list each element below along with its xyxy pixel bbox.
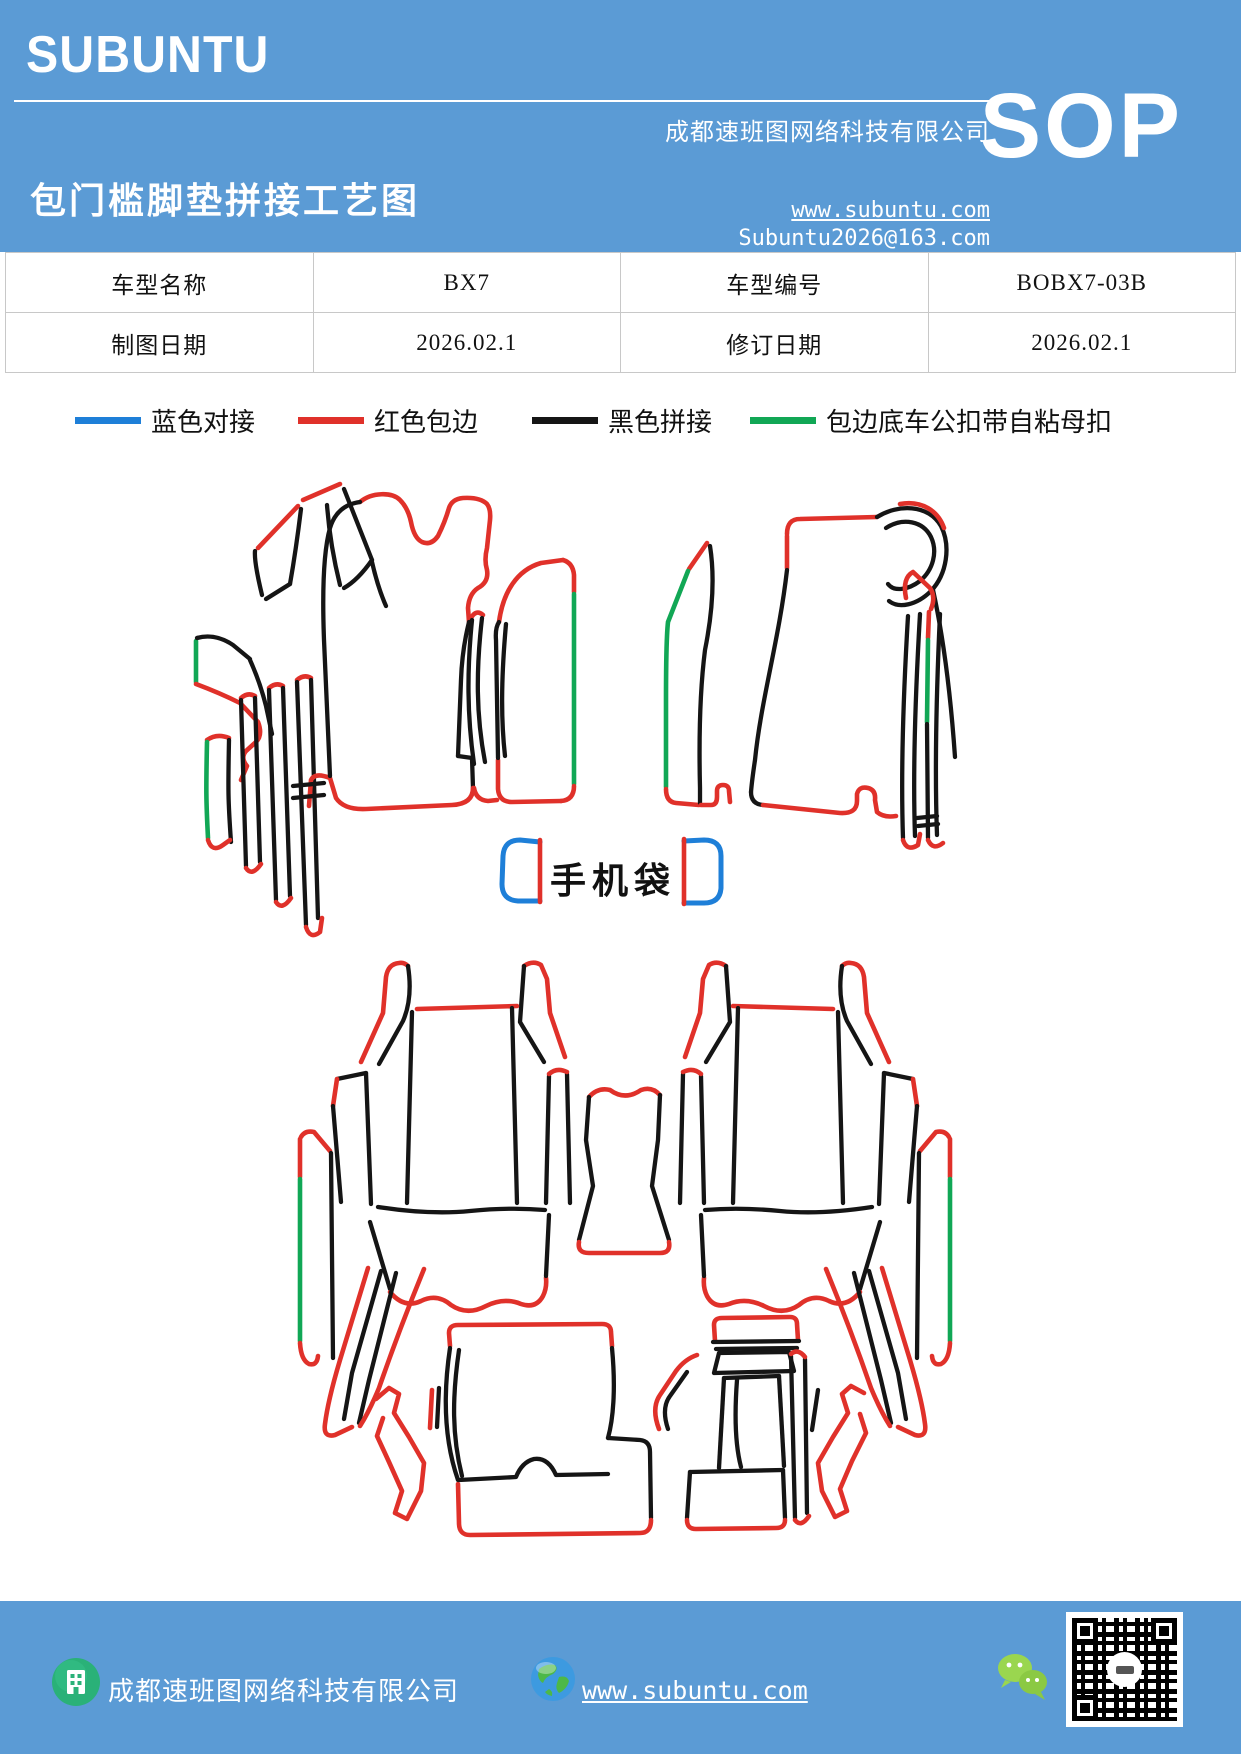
footer-website-link[interactable]: www.subuntu.com bbox=[582, 1676, 808, 1705]
black-line-swatch bbox=[532, 416, 598, 424]
qr-code bbox=[1066, 1612, 1183, 1727]
header-divider bbox=[14, 100, 990, 102]
model-name-label: 车型名称 bbox=[5, 252, 314, 313]
globe-icon bbox=[531, 1657, 575, 1701]
legend-item-green: 包边底车公扣带自粘母扣 bbox=[750, 404, 1113, 437]
green-line-swatch bbox=[750, 416, 816, 424]
center-tunnel-piece bbox=[576, 1086, 672, 1256]
red-line-swatch bbox=[298, 416, 364, 424]
phone-bag-group: 手机袋 bbox=[499, 836, 724, 907]
trunk-left-mat bbox=[373, 1321, 654, 1538]
legend-label: 包边底车公扣带自粘母扣 bbox=[826, 407, 1113, 437]
revise-date-label: 修订日期 bbox=[620, 312, 929, 373]
draw-date-label: 制图日期 bbox=[5, 312, 314, 373]
draw-date-value: 2026.02.1 bbox=[312, 312, 621, 373]
legend-item-blue: 蓝色对接 bbox=[75, 404, 256, 437]
front-right-mat-assembly bbox=[663, 500, 958, 850]
footer-company-name: 成都速班图网络科技有限公司 bbox=[108, 1677, 460, 1706]
legend-label: 红色包边 bbox=[374, 407, 479, 437]
table-row: 车型名称 BX7 车型编号 BOBX7-03B bbox=[5, 252, 1236, 313]
model-code-label: 车型编号 bbox=[620, 252, 929, 313]
qr-finder-top-right bbox=[1151, 1618, 1177, 1644]
model-code-value: BOBX7-03B bbox=[927, 252, 1236, 313]
rear-right-mat-assembly bbox=[680, 963, 950, 1436]
rear-left-mat-assembly bbox=[297, 960, 573, 1438]
header-email: Subuntu2026@163.com bbox=[738, 226, 990, 251]
building-icon bbox=[52, 1658, 100, 1706]
header-company-name: 成都速班图网络科技有限公司 bbox=[665, 120, 990, 146]
legend-item-red: 红色包边 bbox=[298, 404, 479, 437]
vehicle-info-table: 车型名称 BX7 车型编号 BOBX7-03B 制图日期 2026.02.1 修… bbox=[5, 252, 1236, 373]
legend-label: 黑色拼接 bbox=[608, 407, 713, 437]
qr-finder-top-left bbox=[1072, 1618, 1098, 1644]
legend-item-black: 黑色拼接 bbox=[532, 404, 713, 437]
header-band: SUBUNTU 包门槛脚垫拼接工艺图 成都速班图网络科技有限公司 SOP www… bbox=[0, 0, 1241, 252]
legend-label: 蓝色对接 bbox=[151, 407, 256, 437]
page-title: 包门槛脚垫拼接工艺图 bbox=[30, 181, 421, 221]
header-website-link[interactable]: www.subuntu.com bbox=[791, 198, 990, 223]
model-name-value: BX7 bbox=[312, 252, 621, 313]
sop-badge: SOP bbox=[979, 75, 1183, 177]
front-left-mat-assembly bbox=[193, 481, 577, 938]
phone-bag-label: 手机袋 bbox=[550, 861, 676, 902]
qr-finder-bottom-left bbox=[1072, 1695, 1098, 1721]
brand-logo: SUBUNTU bbox=[26, 25, 270, 84]
mat-splicing-diagram: 手机袋 bbox=[193, 481, 958, 1538]
blue-line-swatch bbox=[75, 416, 141, 424]
qr-center-logo bbox=[1107, 1652, 1142, 1687]
trunk-right-mat bbox=[652, 1314, 869, 1532]
table-row: 制图日期 2026.02.1 修订日期 2026.02.1 bbox=[5, 312, 1236, 373]
revise-date-value: 2026.02.1 bbox=[927, 312, 1236, 373]
wechat-icon bbox=[998, 1654, 1047, 1700]
